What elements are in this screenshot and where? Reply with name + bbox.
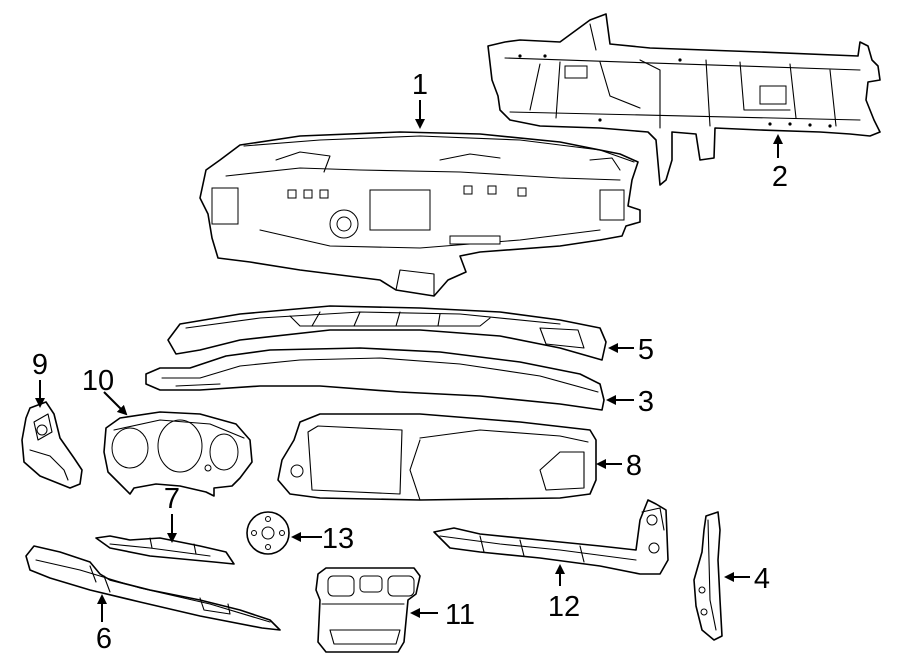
part-7-trim-strip [95, 535, 235, 565]
part-11-center-bezel [315, 567, 421, 653]
part-3-upper-cover [145, 347, 605, 411]
callout-7: 7 [164, 483, 180, 515]
callout-9: 9 [32, 349, 48, 381]
callout-11: 11 [445, 599, 475, 631]
part-9-end-cover [21, 401, 83, 489]
part-10-cluster-bezel [103, 411, 253, 497]
callout-10: 10 [82, 365, 114, 397]
part-2-cross-car-beam [487, 13, 881, 186]
callout-5: 5 [638, 334, 654, 366]
part-13-grommet [246, 511, 290, 555]
callout-3: 3 [638, 386, 654, 418]
part-6-knee-bolster [25, 545, 281, 631]
callout-4: 4 [754, 563, 770, 595]
part-8-glove-box-door [277, 413, 597, 501]
callout-13: 13 [322, 523, 354, 555]
callout-1: 1 [412, 69, 428, 101]
callout-2: 2 [772, 161, 788, 193]
callout-8: 8 [626, 450, 642, 482]
part-5-defroster-duct [167, 305, 607, 361]
leader-lines [35, 100, 783, 622]
part-12-bracket [433, 499, 669, 575]
part-1-instrument-panel [199, 131, 641, 297]
callout-12: 12 [548, 591, 580, 623]
part-4-side-panel [693, 511, 723, 641]
callout-labels: 1 2 3 4 5 6 7 8 9 10 11 12 13 [32, 69, 788, 655]
callout-6: 6 [96, 623, 112, 655]
